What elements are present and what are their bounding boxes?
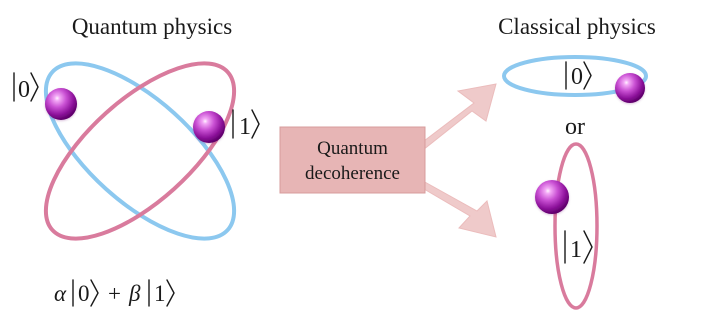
- classical-ket-one-text: 1: [570, 237, 582, 263]
- decoherence-box-background: [279, 126, 426, 194]
- formula-plus: +: [108, 281, 121, 306]
- classical-or-separator: or: [565, 114, 585, 140]
- quantum-superposition-figure: 0 1 α 0 + β 1: [13, 61, 260, 307]
- formula-ket-zero-text: 0: [78, 281, 90, 306]
- formula-alpha: α: [54, 281, 67, 306]
- formula-beta: β: [128, 281, 141, 306]
- lower-branch-arrow-icon: [422, 180, 497, 238]
- ket-right-angle-icon: [583, 61, 592, 90]
- decoherence-label-line-2: decoherence: [305, 163, 400, 184]
- decoherence-label-line-1: Quantum: [317, 138, 388, 159]
- classical-one-state: 1: [535, 142, 599, 310]
- quantum-ket-one: 1: [232, 109, 260, 140]
- classical-zero-state: 0: [502, 55, 648, 103]
- classical-physics-title: Classical physics: [498, 14, 656, 39]
- ket-right-angle-icon: [30, 72, 39, 102]
- quantum-ket-zero-text: 0: [18, 77, 30, 103]
- particle-sphere-icon: [193, 111, 225, 143]
- ket-right-angle-icon: [583, 230, 593, 264]
- particle-sphere-icon: [45, 88, 77, 120]
- quantum-physics-title: Quantum physics: [72, 14, 232, 39]
- quantum-decoherence-box: Quantum decoherence: [279, 126, 426, 194]
- classical-blue-orbit: [502, 55, 648, 97]
- formula-ket-one-text: 1: [154, 281, 166, 306]
- decoherence-arrows: [422, 83, 497, 238]
- particle-sphere-icon: [535, 180, 569, 214]
- quantum-pink-orbit: [43, 61, 237, 241]
- particle-sphere-icon: [615, 73, 645, 103]
- superposition-formula: α 0 + β 1: [54, 279, 175, 307]
- ket-right-angle-icon: [251, 109, 260, 139]
- formula-ket-right-angle-icon: [90, 279, 99, 307]
- formula-ket-right-angle-icon: [166, 279, 175, 307]
- classical-pink-orbit: [553, 142, 599, 310]
- quantum-ket-zero: 0: [13, 72, 39, 103]
- quantum-ket-one-text: 1: [239, 114, 251, 140]
- classical-ket-zero-text: 0: [571, 64, 583, 90]
- upper-branch-arrow-icon: [422, 83, 497, 152]
- quantum-blue-orbit: [43, 61, 237, 241]
